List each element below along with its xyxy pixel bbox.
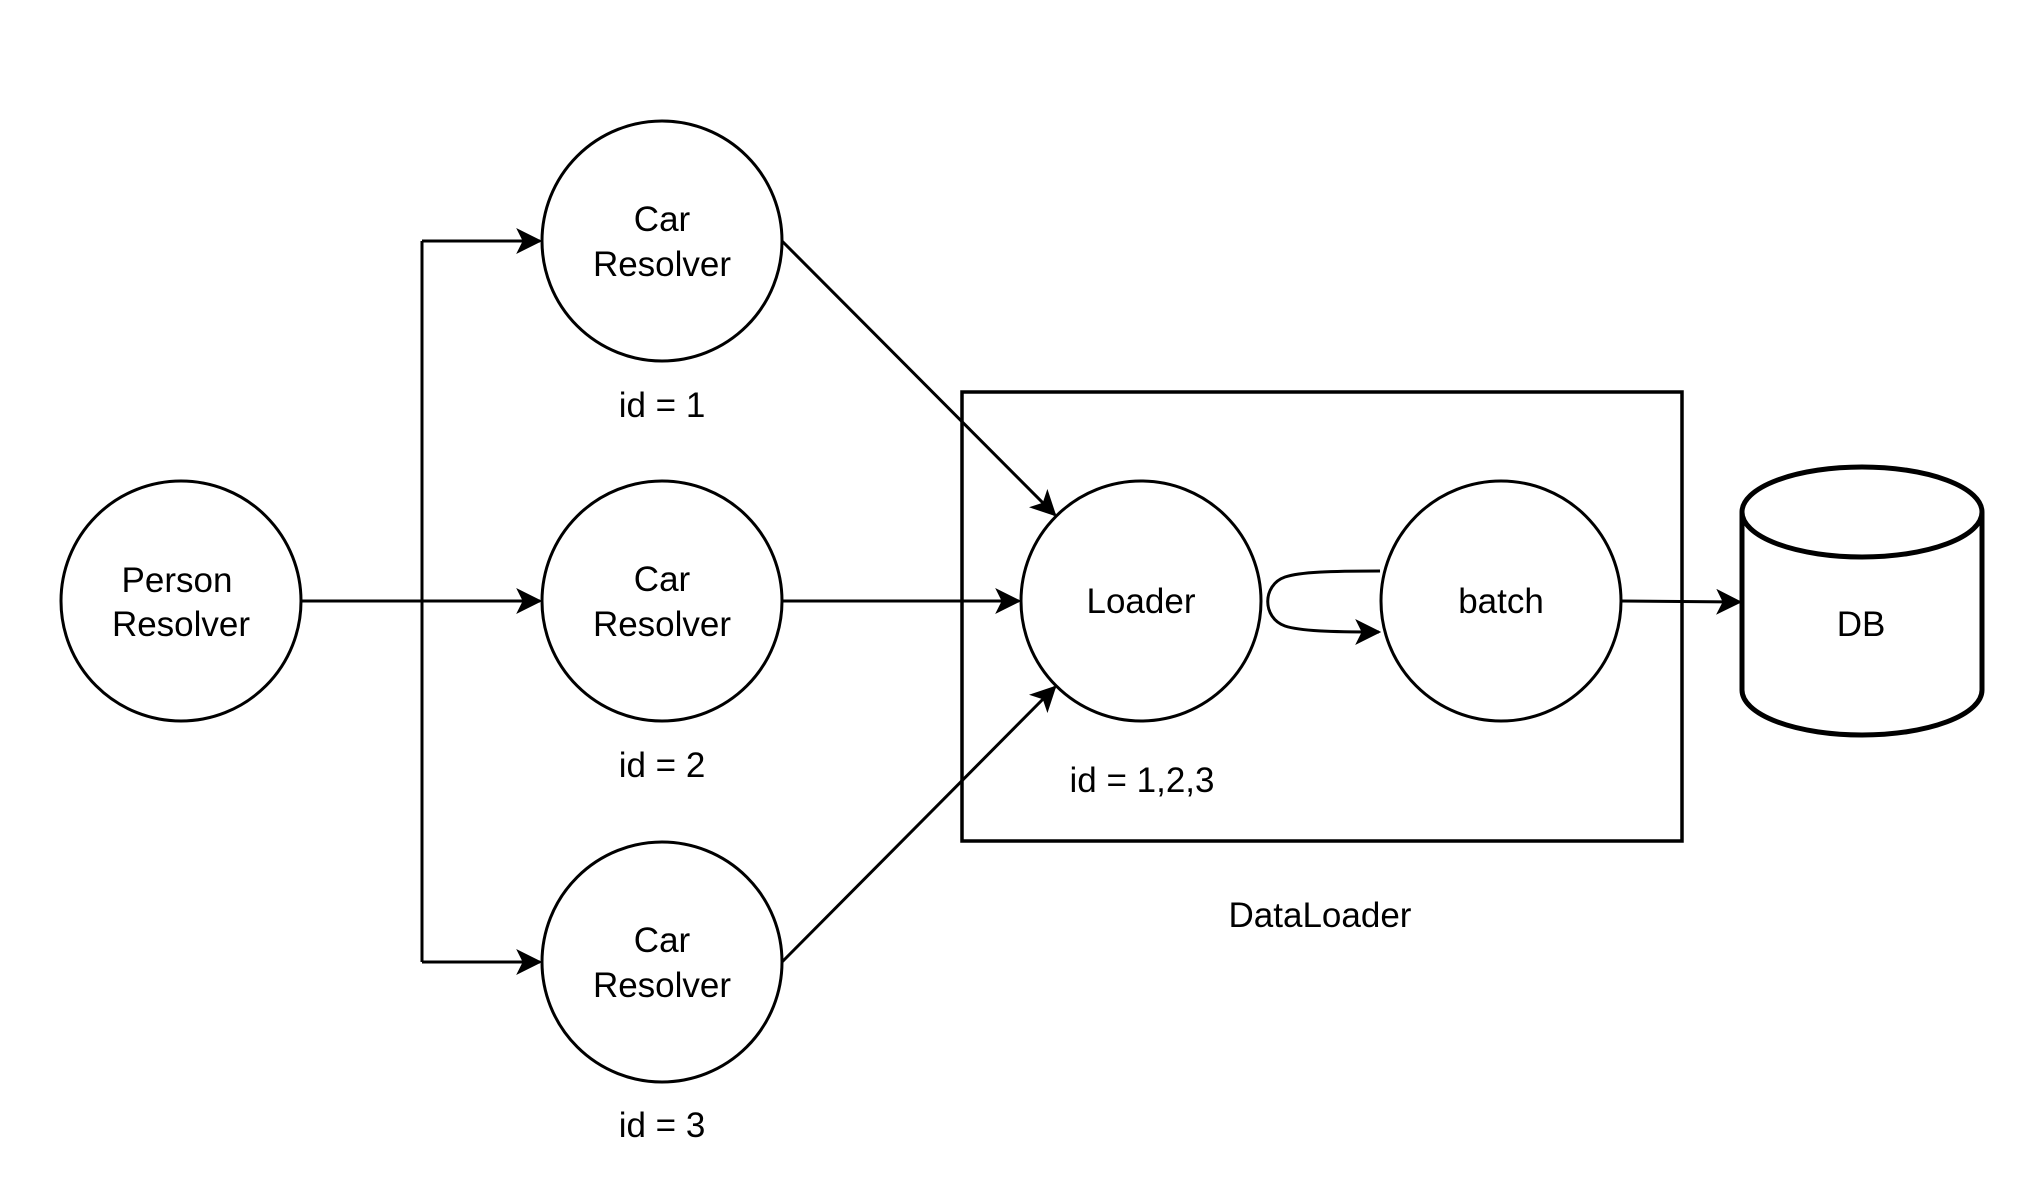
db-cylinder-rim <box>1739 511 1985 560</box>
node-db[interactable]: DB <box>1739 464 1985 738</box>
edge-car1-to-loader <box>780 239 1057 517</box>
car-resolver-2-caption: id = 2 <box>619 746 706 785</box>
person-resolver-label-line1: Person <box>122 561 233 600</box>
car-resolver-3-label-line1: Car <box>634 921 691 960</box>
node-car-resolver-1[interactable]: Car Resolver <box>540 119 784 363</box>
dataloader-group-label: DataLoader <box>1229 896 1412 935</box>
db-cylinder-body <box>1739 464 1985 738</box>
node-loader[interactable]: Loader <box>1019 479 1263 723</box>
loader-caption: id = 1,2,3 <box>1070 761 1215 800</box>
edge-batch-to-db <box>1620 588 1743 615</box>
person-resolver-label-line2: Resolver <box>112 605 250 644</box>
node-batch[interactable]: batch <box>1379 479 1623 723</box>
loader-label: Loader <box>1087 582 1196 621</box>
db-label: DB <box>1837 605 1886 644</box>
person-resolver-circle <box>59 479 303 723</box>
car-resolver-1-label-line1: Car <box>634 200 691 239</box>
car-resolver-1-label-line2: Resolver <box>593 245 731 284</box>
car-resolver-3-label-line2: Resolver <box>593 966 731 1005</box>
dataloader-group-frame <box>960 390 1684 843</box>
node-person-resolver[interactable]: Person Resolver <box>59 479 303 723</box>
car-resolver-2-circle <box>540 479 784 723</box>
edge-car3-to-loader <box>780 685 1057 964</box>
loader-circle <box>1019 479 1263 723</box>
car-resolver-2-label-line2: Resolver <box>593 605 731 644</box>
car-resolver-3-caption: id = 3 <box>619 1106 706 1145</box>
batch-circle <box>1379 479 1623 723</box>
edge-loader-to-batch <box>1266 569 1382 645</box>
batch-label: batch <box>1458 582 1544 621</box>
car-resolver-3-circle <box>540 840 784 1084</box>
node-car-resolver-2[interactable]: Car Resolver <box>540 479 784 723</box>
car-resolver-1-circle <box>540 119 784 363</box>
car-resolver-1-caption: id = 1 <box>619 386 706 425</box>
car-resolver-2-label-line1: Car <box>634 560 691 599</box>
node-car-resolver-3[interactable]: Car Resolver <box>540 840 784 1084</box>
